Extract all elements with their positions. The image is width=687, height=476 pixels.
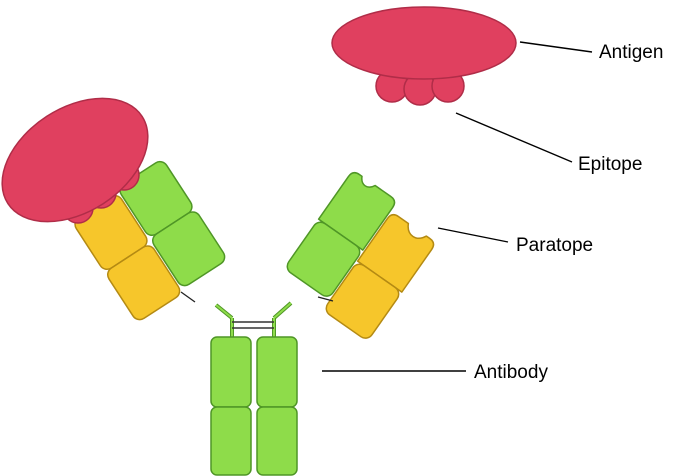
antibody-left-arm [1,97,226,321]
antigen-label: Antigen [599,42,663,63]
antibody-stem [210,336,298,476]
heavy-chain-constant-domain [286,221,361,297]
light-chain-constant-domain [106,245,181,321]
paratope-label: Paratope [516,235,593,256]
epitope-leader-line [455,112,573,163]
bound-antigen-body [1,97,149,223]
heavy-chain-constant-domain [151,211,226,287]
paratope-leader-line [437,227,509,243]
epitope-label: Epitope [578,154,642,175]
light-chain-variable-domain [356,213,435,293]
disulfide-bond [317,296,334,302]
antibody-label: Antibody [474,362,548,383]
heavy-chain-ch2-domain [256,336,298,408]
heavy-chain-ch3-domain [210,406,252,476]
hinge-region [214,301,293,338]
disulfide-bond [180,291,196,303]
heavy-chain-ch3-domain [256,406,298,476]
heavy-chain-variable-domain [317,171,396,251]
antibody-right-arm [286,171,435,339]
heavy-chain-ch2-domain [210,336,252,408]
light-chain-constant-domain [325,263,400,339]
antigen-leader-line [519,41,593,53]
free-antigen [331,6,517,106]
antigen-body [331,6,517,80]
